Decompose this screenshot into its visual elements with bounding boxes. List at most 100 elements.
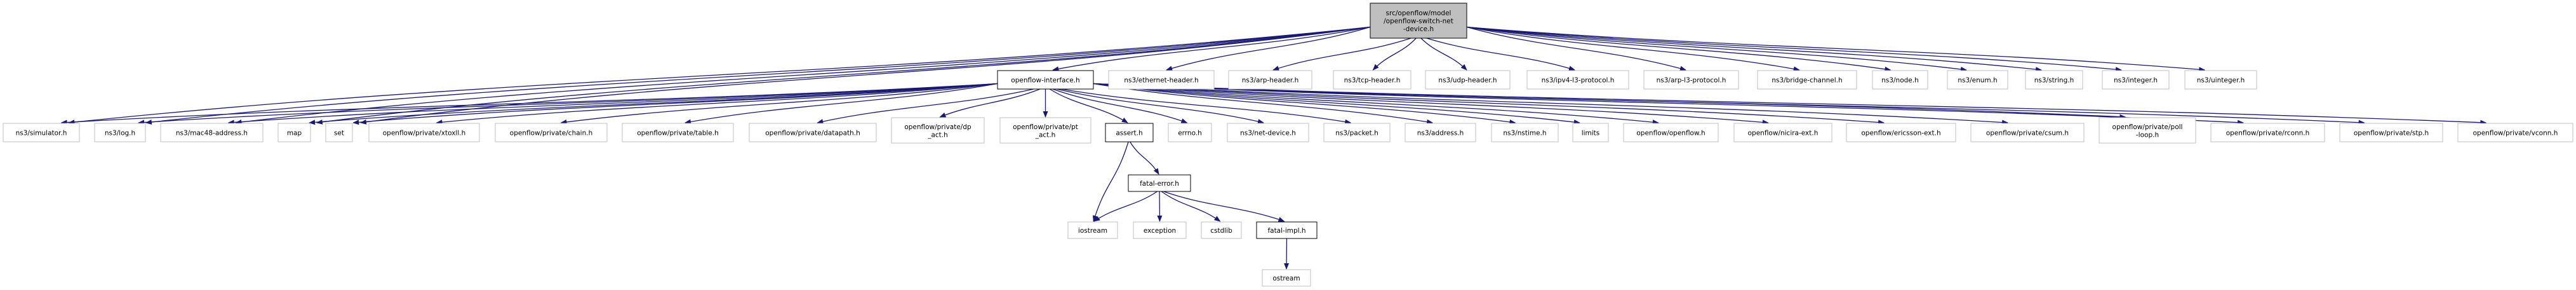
- node-box: [1970, 123, 2085, 142]
- node-log: ns3/log.h: [94, 123, 146, 142]
- node-bridge-channel: ns3/bridge-channel.h: [1757, 70, 1857, 90]
- node-box: [1572, 123, 1609, 142]
- node-box: [1256, 221, 1318, 239]
- node-csum: openflow/private/csum.h: [1970, 123, 2085, 142]
- node-assert[interactable]: assert.h: [1105, 123, 1154, 142]
- node-label: ns3/net-device.h: [1240, 130, 1296, 137]
- node-label: openflow/private/stp.h: [2354, 130, 2429, 137]
- node-iostream: iostream: [1067, 221, 1118, 239]
- edge-root-to-bridge-channel: [1466, 26, 1800, 72]
- node-box: [749, 123, 877, 142]
- node-node: ns3/node.h: [1872, 70, 1928, 90]
- node-poll-loop: openflow/private/poll-loop.h: [2099, 117, 2196, 144]
- edge-root-to-uinteger: [1466, 26, 2206, 72]
- node-box: [1133, 221, 1187, 239]
- node-label: ns3/integer.h: [2114, 77, 2158, 85]
- node-errno: errno.h: [1168, 123, 1212, 142]
- node-stp: openflow/private/stp.h: [2339, 123, 2443, 142]
- node-label: -device.h: [1403, 25, 1434, 33]
- node-limits: limits: [1572, 123, 1609, 142]
- node-nicira-ext: openflow/nicira-ext.h: [1733, 123, 1832, 142]
- node-simulator: ns3/simulator.h: [3, 123, 80, 142]
- edge-root-to-mac48-address: [235, 26, 1371, 125]
- node-box: [160, 123, 264, 142]
- node-integer: ns3/integer.h: [2102, 70, 2170, 90]
- node-label: openflow/private/dp: [904, 123, 971, 131]
- node-arp-l3-protocol: ns3/arp-l3-protocol.h: [1643, 70, 1739, 90]
- edge-openflow-interface-to-stp: [1093, 83, 2365, 125]
- edge-openflow-interface-to-xtoxll: [436, 83, 998, 125]
- node-label: openflow/private/datapath.h: [765, 130, 860, 137]
- node-label: map: [287, 130, 302, 137]
- node-box: [1108, 70, 1215, 90]
- node-ostream: ostream: [1262, 269, 1311, 287]
- node-box: [622, 123, 734, 142]
- node-packet: ns3/packet.h: [1323, 123, 1391, 142]
- node-label: set: [334, 130, 344, 137]
- node-label: openflow/private/xtoxll.h: [383, 130, 466, 137]
- node-box: [2339, 123, 2443, 142]
- node-box: [1491, 123, 1559, 142]
- node-net-device: ns3/net-device.h: [1227, 123, 1309, 142]
- edge-openflow-interface-to-net-device: [1056, 88, 1264, 124]
- node-label: openflow/private/table.h: [637, 130, 719, 137]
- node-box: [1425, 70, 1511, 90]
- node-label: ns3/udp-header.h: [1438, 77, 1497, 85]
- node-label: openflow/private/pt: [1013, 123, 1078, 131]
- node-box: [1733, 123, 1832, 142]
- node-pt_act: openflow/private/pt_act.h: [999, 117, 1091, 144]
- node-label: openflow-interface.h: [1011, 77, 1079, 85]
- node-label: ns3/uinteger.h: [2197, 77, 2245, 85]
- node-box: [2099, 117, 2196, 144]
- node-box: [1757, 70, 1857, 90]
- node-dp_act: openflow/private/dp_act.h: [891, 117, 985, 144]
- edge-root-to-string: [1466, 26, 2042, 72]
- node-fatal-error[interactable]: fatal-error.h: [1128, 174, 1191, 192]
- node-fatal-impl[interactable]: fatal-impl.h: [1256, 221, 1318, 239]
- edge-root-to-arp-header: [1272, 38, 1411, 71]
- nodes-layer: src/openflow/model/openflow-switch-net-d…: [3, 3, 2573, 287]
- edge-openflow-interface-to-address: [1093, 83, 1434, 125]
- node-openflow: openflow/openflow.h: [1623, 123, 1719, 142]
- node-label: ns3/enum.h: [1958, 77, 1997, 85]
- node-label: ns3/packet.h: [1335, 130, 1378, 137]
- edge-openflow-interface-to-openflow: [1093, 83, 1659, 125]
- node-box: [1105, 123, 1154, 142]
- node-box: [1643, 70, 1739, 90]
- node-box: [2457, 123, 2573, 142]
- node-box: [368, 123, 480, 142]
- node-box: [891, 117, 985, 144]
- node-label: ns3/log.h: [105, 130, 135, 137]
- edge-openflow-interface-to-rconn: [1093, 83, 2244, 125]
- node-label: fatal-impl.h: [1267, 227, 1305, 235]
- edge-root-to-tcp-header: [1372, 38, 1417, 71]
- node-box: [1405, 123, 1476, 142]
- edge-root-to-simulator: [68, 26, 1371, 125]
- node-label: ns3/mac48-address.h: [176, 130, 248, 137]
- edge-openflow-interface-to-set: [352, 83, 998, 125]
- node-label: openflow/private/rconn.h: [2226, 130, 2310, 137]
- edge-openflow-interface-to-mac48-address: [227, 83, 998, 125]
- node-box: [2184, 70, 2257, 90]
- node-rconn: openflow/private/rconn.h: [2210, 123, 2325, 142]
- edge-openflow-interface-to-packet: [1061, 88, 1352, 125]
- node-label: exception: [1144, 227, 1176, 235]
- node-box: [1872, 70, 1928, 90]
- node-label: ns3/bridge-channel.h: [1772, 77, 1842, 85]
- edge-openflow-interface-to-map: [309, 83, 998, 125]
- node-root[interactable]: src/openflow/model/openflow-switch-net-d…: [1370, 3, 1467, 39]
- edge-assert-to-iostream: [1092, 141, 1129, 222]
- edge-openflow-interface-to-limits: [1093, 83, 1580, 125]
- node-label: openflow/openflow.h: [1636, 130, 1705, 137]
- node-box: [997, 70, 1094, 90]
- node-openflow-interface[interactable]: openflow-interface.h: [997, 70, 1094, 90]
- node-box: [1526, 70, 1629, 90]
- node-box: [1370, 3, 1467, 39]
- node-vconn: openflow/private/vconn.h: [2457, 123, 2573, 142]
- node-label: -loop.h: [2136, 131, 2159, 139]
- node-box: [1623, 123, 1719, 142]
- node-table: openflow/private/table.h: [622, 123, 734, 142]
- node-label: ns3/arp-header.h: [1242, 77, 1299, 85]
- edge-openflow-interface-to-log: [138, 83, 998, 125]
